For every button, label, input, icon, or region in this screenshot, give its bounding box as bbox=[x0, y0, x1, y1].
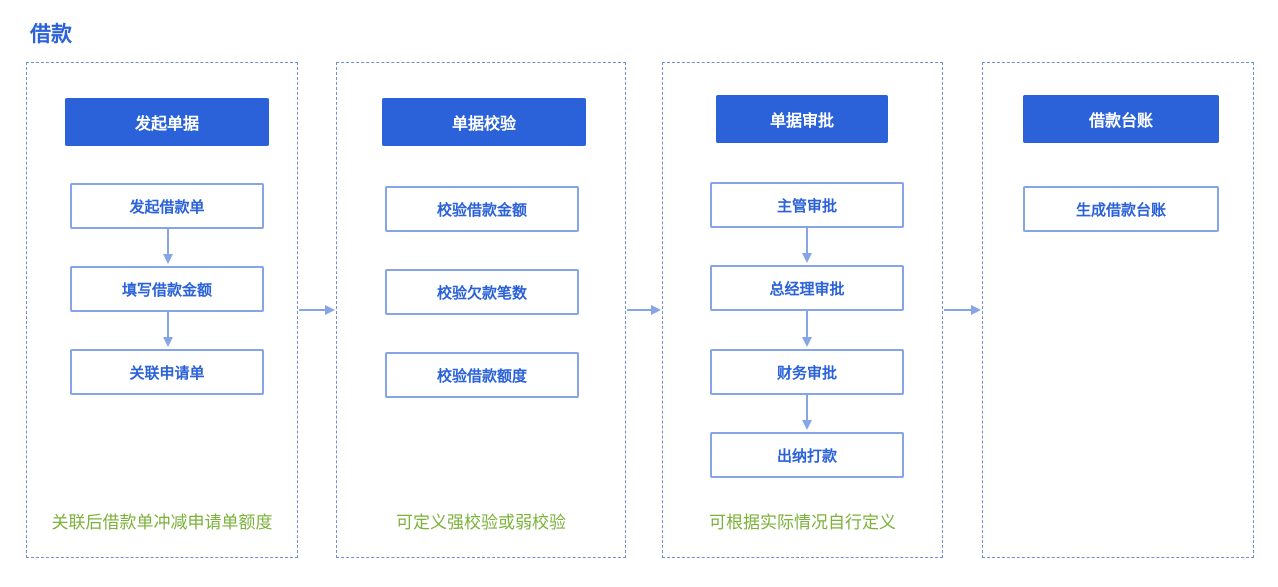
step-validate-limit: 校验借款额度 bbox=[385, 352, 579, 398]
step-gm-approval: 总经理审批 bbox=[710, 265, 904, 311]
column-header-ledger: 借款台账 bbox=[1023, 95, 1219, 143]
column-initiate: 发起单据 发起借款单 填写借款金额 关联申请单 关联后借款单冲减申请单额度 bbox=[26, 62, 298, 558]
column-header-validate: 单据校验 bbox=[382, 98, 586, 146]
column-ledger: 借款台账 生成借款台账 bbox=[982, 62, 1254, 558]
column-header-approve: 单据审批 bbox=[716, 95, 888, 143]
step-validate-debt-count: 校验欠款笔数 bbox=[385, 269, 579, 315]
step-generate-ledger: 生成借款台账 bbox=[1023, 186, 1219, 232]
column-validate: 单据校验 校验借款金额 校验欠款笔数 校验借款额度 可定义强校验或弱校验 bbox=[336, 62, 626, 558]
step-validate-amount: 校验借款金额 bbox=[385, 186, 579, 232]
step-link-application: 关联申请单 bbox=[70, 349, 264, 395]
column-note-initiate: 关联后借款单冲减申请单额度 bbox=[51, 513, 273, 533]
page-title: 借款 bbox=[30, 22, 72, 46]
step-initiate-loan: 发起借款单 bbox=[70, 183, 264, 229]
column-note-approve: 可根据实际情况自行定义 bbox=[709, 513, 896, 533]
step-supervisor-approval: 主管审批 bbox=[710, 182, 904, 228]
column-note-validate: 可定义强校验或弱校验 bbox=[396, 513, 566, 533]
column-approve: 单据审批 主管审批 总经理审批 财务审批 出纳打款 可根据实际情况自行定义 bbox=[662, 62, 943, 558]
step-finance-approval: 财务审批 bbox=[710, 349, 904, 395]
column-header-initiate: 发起单据 bbox=[65, 98, 269, 146]
step-cashier-payment: 出纳打款 bbox=[710, 432, 904, 478]
step-fill-amount: 填写借款金额 bbox=[70, 266, 264, 312]
